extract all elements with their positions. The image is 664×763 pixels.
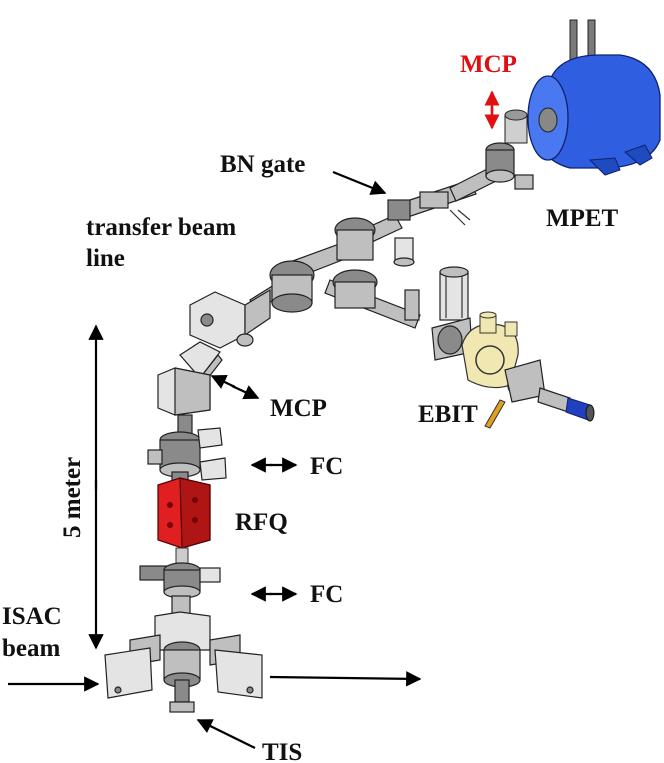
fc-lower-label: FC (310, 581, 343, 608)
transfer-chambers (269, 191, 471, 313)
mcp-top-label: MCP (460, 51, 517, 78)
mpet-entrance-chamber (485, 142, 534, 190)
transfer-line-label-2: line (86, 245, 125, 272)
ebit-assembly (404, 266, 595, 429)
isac-label-2: beam (2, 635, 61, 662)
isac-label-1: ISAC (2, 603, 62, 630)
rfq-body (157, 477, 211, 565)
output-beam-arrow (269, 671, 422, 687)
mcp-mid-arrow-a (210, 375, 236, 389)
mpet-label: MPET (546, 205, 619, 232)
transfer-line-label-1: transfer beam (86, 214, 236, 241)
bn-gate-label: BN gate (220, 151, 305, 178)
annotation-arrows (8, 90, 500, 749)
tis-arrow (196, 719, 256, 749)
fc-lower-chamber (139, 562, 221, 619)
mcp-box (157, 367, 211, 436)
equipment-drawing (104, 19, 661, 713)
fc-upper-label: FC (310, 453, 343, 480)
mcp-mid-label: MCP (270, 395, 327, 422)
ebit-label: EBIT (418, 401, 478, 428)
mpet-magnet (504, 19, 661, 176)
labels: MCP BN gate transfer beam line MPET EBIT… (2, 51, 619, 763)
bn-gate-arrow (332, 170, 387, 195)
fc-upper-chamber (147, 427, 227, 485)
tis-label: TIS (262, 739, 302, 763)
mcp-mid-arrow-b (231, 385, 260, 400)
isac-base (104, 611, 263, 713)
bend-section (179, 288, 271, 383)
rfq-label: RFQ (235, 509, 288, 536)
meter-label: 5 meter (59, 457, 86, 538)
